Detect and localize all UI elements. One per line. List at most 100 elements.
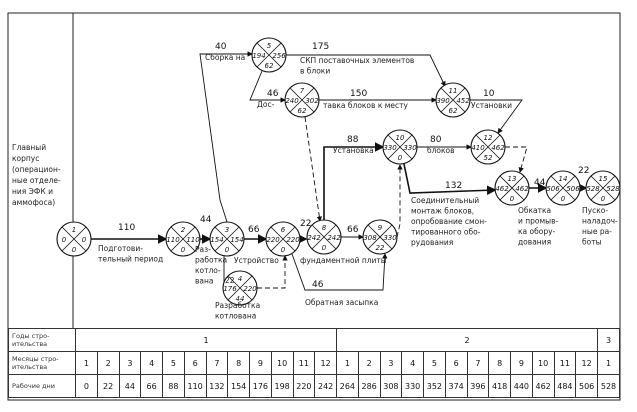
- working-day-cell: 176: [249, 374, 272, 398]
- node-number: 13: [508, 175, 517, 183]
- activity-label-startup: наладоч-: [582, 217, 618, 226]
- row-title-line: ные отделе-: [12, 176, 61, 185]
- activity-label-run: и промыв-: [518, 217, 559, 226]
- month-cell: 1: [336, 351, 359, 375]
- node-early-start: 176: [223, 285, 237, 293]
- node-reserve: 62: [449, 107, 458, 115]
- node-number: 2: [181, 226, 186, 234]
- edge-8-10: [323, 142, 385, 220]
- activity-label-prep: тельный период: [98, 255, 163, 264]
- node-late-finish: 506: [566, 185, 580, 193]
- activity-label-dig2: котлована: [215, 312, 256, 321]
- activity-label-d88: 88: [347, 135, 359, 145]
- activity-label-found2: фундаментной плиты: [300, 256, 387, 265]
- node-late-finish: 452: [456, 97, 470, 105]
- edge-5-7: [249, 70, 286, 103]
- node-early-start: 528: [586, 185, 600, 193]
- activity-label-asm: Сборка на: [205, 53, 245, 62]
- edge-10-13: [403, 163, 497, 196]
- node-divider: [387, 134, 413, 160]
- edge-7-8: [304, 116, 323, 222]
- activity-label-run: ка обору-: [518, 227, 556, 236]
- node-early-start: 154: [210, 236, 223, 244]
- activity-label-dig2: Разработка: [215, 301, 260, 310]
- activity-label-startup: ные ра-: [582, 227, 612, 236]
- working-day-cell: 88: [162, 374, 185, 398]
- node-reserve: 62: [265, 62, 274, 70]
- working-day-cell: 352: [423, 374, 446, 398]
- node-divider: [550, 175, 576, 201]
- activity-label-mount: тированного обо-: [411, 228, 481, 237]
- edge-6-9: [291, 253, 388, 291]
- month-cell: 8: [488, 351, 511, 375]
- node-late-finish: 220: [243, 285, 257, 293]
- node-reserve: 22: [376, 244, 385, 252]
- node-divider: [367, 224, 393, 250]
- node-early-start: 506: [546, 185, 560, 193]
- working-day-cell: 264: [336, 374, 359, 398]
- node-early-start: 410: [471, 144, 485, 152]
- activity-label-d46b: 46: [267, 89, 279, 99]
- node-reserve: 0: [398, 154, 403, 162]
- working-day-cell: 374: [444, 374, 468, 398]
- activity-label-d175: 175: [312, 42, 329, 52]
- month-cell: 3: [379, 351, 403, 375]
- working-day-cell: 22: [96, 374, 120, 398]
- node-number: 1: [72, 226, 76, 234]
- activity-label-mount: Соединительный: [411, 196, 479, 205]
- node-divider: [475, 134, 501, 160]
- node-early-start: 0: [62, 236, 67, 244]
- month-cell: 9: [510, 351, 533, 375]
- node-reserve: 0: [322, 244, 327, 252]
- working-day-cell: 0: [75, 374, 98, 398]
- node-number: 6: [281, 226, 286, 234]
- days-label: Рабочие дни: [8, 374, 76, 398]
- activity-label-dig1: вана: [195, 277, 214, 286]
- activity-label-skp: в блоки: [300, 67, 330, 76]
- working-day-cell: 286: [357, 374, 381, 398]
- row-title-line: (операцион-: [12, 165, 61, 174]
- node-divider: [227, 275, 253, 301]
- working-day-cell: 462: [531, 374, 555, 398]
- edge-11-12: [470, 99, 523, 134]
- activity-label-d80: 80: [430, 135, 442, 145]
- node-divider: [289, 87, 315, 113]
- node-number: 10: [396, 134, 405, 142]
- month-cell: 12: [575, 351, 598, 375]
- node-number: 7: [300, 87, 305, 95]
- month-cell: 7: [466, 351, 490, 375]
- activity-label-dig1: котло-: [195, 266, 221, 275]
- node-number: 14: [559, 175, 568, 183]
- node-reserve: 52: [484, 154, 493, 162]
- node-late-finish: 302: [305, 97, 319, 105]
- node-early-start: 330: [383, 144, 397, 152]
- months-label: Месяцы стро-ительства: [8, 351, 76, 375]
- node-divider: [311, 224, 337, 250]
- node-number: 12: [484, 134, 493, 142]
- activity-label-mount: рудования: [411, 238, 453, 247]
- month-cell: 1: [597, 351, 620, 375]
- node-late-finish: 0: [82, 236, 87, 244]
- node-reserve: 0: [561, 195, 566, 203]
- year-cell: 3: [597, 328, 620, 352]
- node-reserve: 0: [281, 246, 286, 254]
- row-title-line: аммофоса): [12, 198, 55, 207]
- activity-label-mount: монтаж блоков,: [411, 207, 474, 216]
- node-late-finish: 154: [230, 236, 243, 244]
- activity-label-prep: Подготови-: [98, 244, 143, 253]
- edge-9-10: [396, 164, 403, 238]
- month-cell: 10: [270, 351, 294, 375]
- node-reserve: 44: [236, 295, 245, 303]
